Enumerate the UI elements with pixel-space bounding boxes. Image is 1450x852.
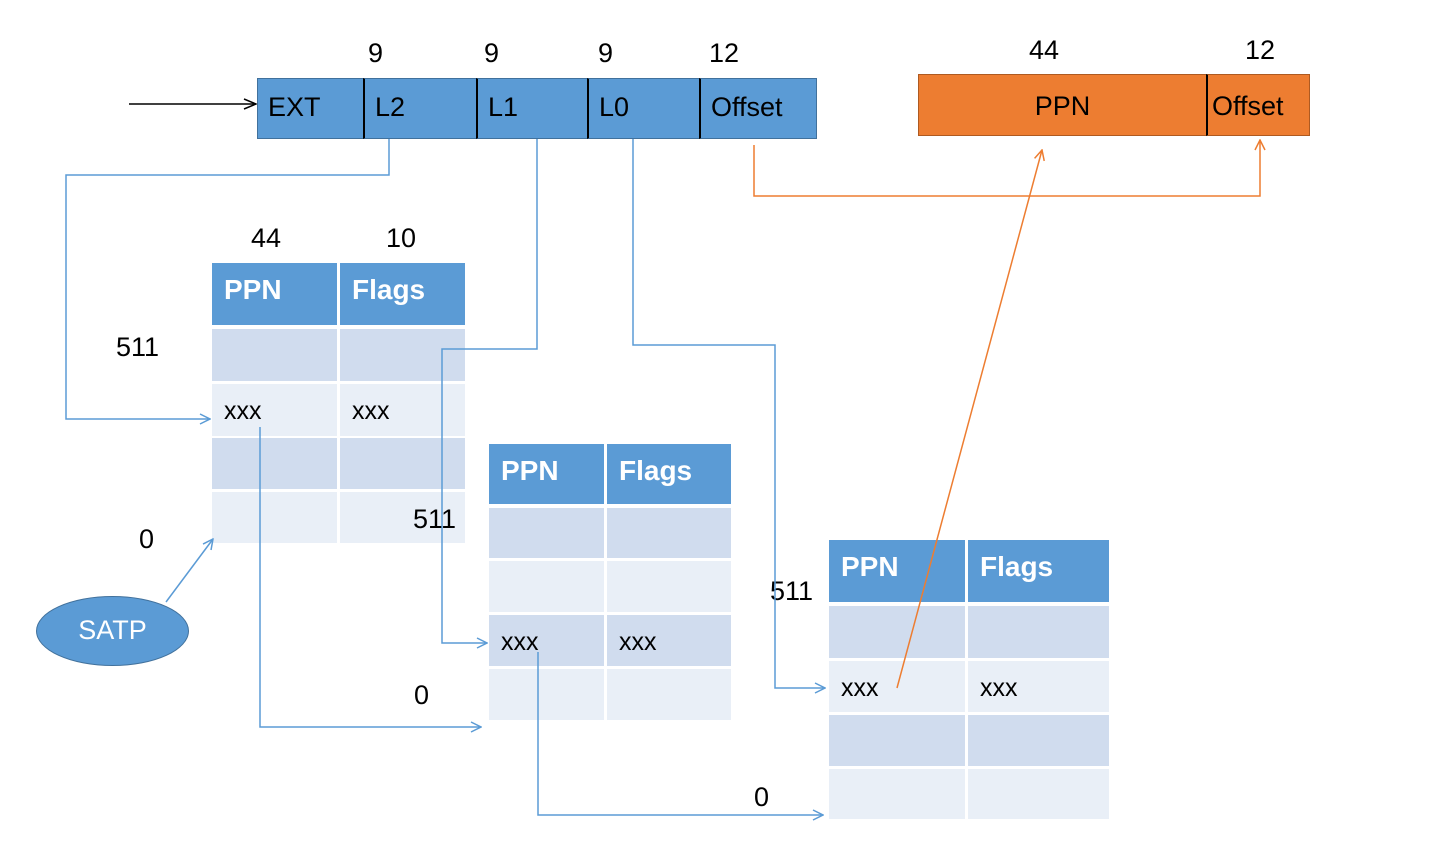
pt2-flags-header: Flags (607, 444, 731, 504)
pt1-bottom-index: 0 (139, 524, 155, 554)
pt3-row-flags (968, 606, 1109, 658)
offset-bit-width: 12 (709, 38, 740, 68)
va-l1-field: L1 (476, 78, 588, 139)
pt3-row-ppn (829, 769, 965, 819)
l2-index-wire (65, 139, 390, 419)
pt1-entry-flags: xxx (340, 384, 465, 436)
pt2-row-flags (607, 669, 731, 720)
pt1-ppn-header: PPN (212, 263, 337, 325)
pt2-row-flags (607, 508, 731, 558)
pt2-ppn-header: PPN (489, 444, 604, 504)
va-ext-field: EXT (257, 78, 364, 139)
satp-register: SATP (36, 596, 189, 666)
pte-flags-bit-width: 10 (386, 223, 417, 253)
satp-wire (165, 539, 213, 603)
pt1-row-flags (340, 329, 465, 381)
va-offset-field: Offset (699, 78, 817, 139)
pt1-entry-ppn: xxx (212, 384, 337, 436)
pt1-row-flags (340, 438, 465, 489)
pt2-entry-flags: xxx (607, 615, 731, 666)
pt3-entry-flags: xxx (968, 661, 1109, 712)
pt2-entry-ppn: xxx (489, 615, 604, 666)
pt2-top-index: 511 (413, 504, 457, 534)
l1-ppn-wire (537, 652, 823, 815)
pt3-row-ppn (829, 715, 965, 766)
root-ppn-wire (259, 427, 481, 727)
va-l0-field: L0 (587, 78, 700, 139)
pt2-bottom-index: 0 (414, 680, 430, 710)
pt1-flags-header: Flags (340, 263, 465, 325)
pt2-row-ppn (489, 508, 604, 558)
l0-index-wire (632, 139, 825, 688)
va-l2-field: L2 (363, 78, 477, 139)
pte-ppn-bit-width: 44 (251, 223, 282, 253)
pt3-ppn-header: PPN (829, 540, 965, 602)
pt3-bottom-index: 0 (754, 782, 770, 812)
pt1-row-ppn (212, 492, 337, 543)
pa-offset-field: Offset (1206, 74, 1310, 136)
pt1-top-index: 511 (116, 332, 160, 362)
pt2-row-ppn (489, 669, 604, 720)
pa-ppn-bit-width: 44 (1029, 35, 1060, 65)
pt3-top-index: 511 (770, 576, 814, 606)
pt1-row-ppn (212, 329, 337, 381)
l0-bit-width: 9 (598, 38, 614, 68)
pa-offset-bit-width: 12 (1245, 35, 1276, 65)
l1-bit-width: 9 (484, 38, 500, 68)
pa-ppn-field: PPN (918, 74, 1207, 136)
leaf-ppn-wire (896, 150, 1042, 689)
l2-bit-width: 9 (368, 38, 384, 68)
pt2-row-ppn (489, 561, 604, 612)
pt3-row-flags (968, 769, 1109, 819)
l1-index-wire (441, 139, 538, 643)
pt1-row-flags (340, 492, 465, 543)
offset-wire (753, 140, 1260, 197)
pt2-row-flags (607, 561, 731, 612)
pt1-row-ppn (212, 438, 337, 489)
pt3-row-flags (968, 715, 1109, 766)
pt3-row-ppn (829, 606, 965, 658)
pt3-flags-header: Flags (968, 540, 1109, 602)
